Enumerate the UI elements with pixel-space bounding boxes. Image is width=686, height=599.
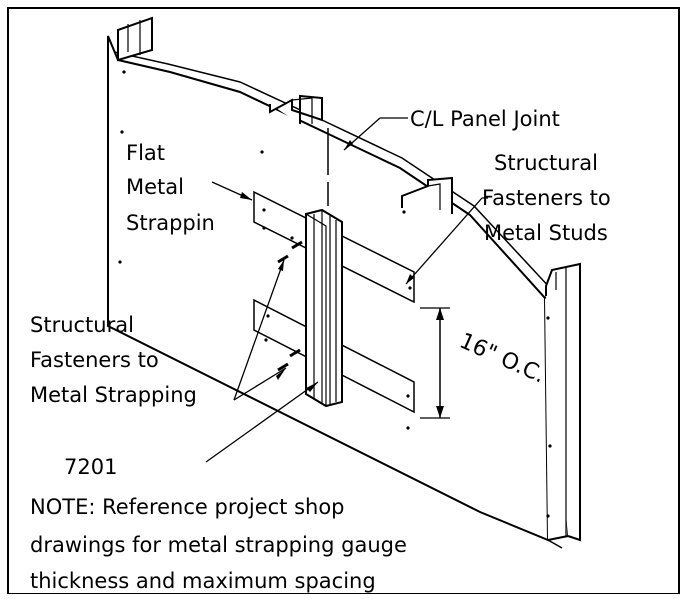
- fasteners: [277, 240, 303, 372]
- fastener-4: [277, 362, 289, 372]
- metal-stud-3: [401, 176, 453, 214]
- fasteners-studs-line-2: Fasteners to: [482, 186, 611, 210]
- metal-stud-1: [117, 16, 153, 62]
- note-line-3: thickness and maximum spacing: [30, 569, 376, 593]
- flat-strapping-line-2: Metal: [126, 175, 184, 199]
- fastener-holes: [118, 70, 552, 518]
- fasteners-strapping-line-1: Structural: [30, 313, 134, 337]
- fasteners-studs-line-3: Metal Studs: [484, 221, 608, 245]
- metal-stud-4: [545, 262, 581, 542]
- panel-joint-label: C/L Panel Joint: [410, 107, 560, 131]
- fasteners-strapping-line-3: Metal Strapping: [30, 383, 197, 407]
- vertical-joint-channel: [305, 208, 343, 408]
- flat-strapping-line-3: Strappin: [126, 211, 215, 235]
- fastener-2: [277, 254, 289, 264]
- metal-stud-2: [269, 94, 323, 124]
- leader-lines: [205, 117, 488, 463]
- fastener-3: [289, 348, 301, 358]
- note-line-1: NOTE: Reference project shop: [30, 495, 345, 519]
- flat-strapping-line-1: Flat: [126, 141, 165, 165]
- note-line-2: drawings for metal strapping gauge: [30, 533, 407, 557]
- fasteners-studs-line-1: Structural: [494, 151, 598, 175]
- fasteners-strapping-line-2: Fasteners to: [30, 348, 159, 372]
- fastener-1: [291, 240, 303, 250]
- detail-number: 7201: [64, 455, 117, 479]
